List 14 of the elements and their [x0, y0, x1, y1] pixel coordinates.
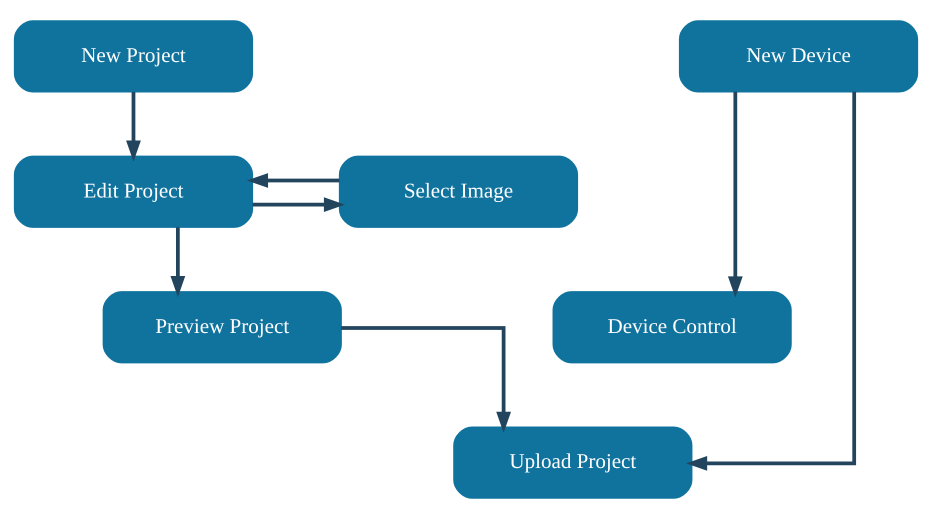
node-box: New Device — [678, 20, 918, 92]
arrow — [170, 226, 186, 297]
arrow — [341, 326, 511, 432]
arrow — [728, 91, 743, 297]
node-box: New Project — [14, 20, 254, 92]
arrow — [686, 91, 856, 470]
node-box: Upload Project — [453, 426, 692, 498]
node-box: Select Image — [338, 155, 578, 228]
arrow — [246, 172, 340, 188]
node-box: Device Control — [552, 290, 792, 363]
arrow — [252, 196, 346, 212]
node-box: Preview Project — [102, 290, 342, 363]
arrow — [126, 91, 141, 162]
node-box: Edit Project — [14, 155, 254, 228]
